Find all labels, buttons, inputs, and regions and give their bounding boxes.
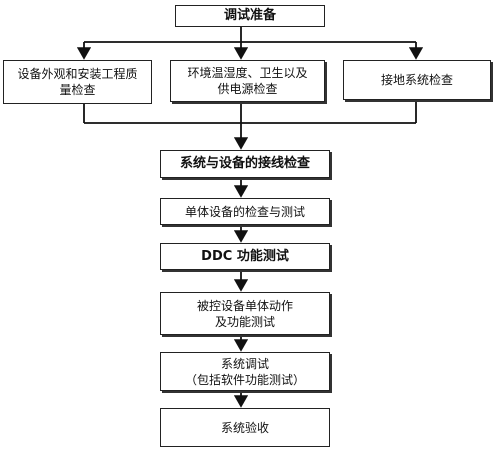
node-inspect-install: 设备外观和安装工程质 量检查	[3, 60, 152, 104]
node-wiring-check: 系统与设备的接线检查	[160, 150, 330, 178]
node-system-debug: 系统调试 （包括软件功能测试）	[160, 352, 330, 391]
node-controlled-device-test: 被控设备单体动作 及功能测试	[160, 292, 330, 335]
node-debug-prep: 调试准备	[175, 5, 325, 27]
node-unit-test: 单体设备的检查与测试	[160, 198, 330, 225]
node-ddc-test: DDC 功能测试	[160, 243, 330, 270]
node-system-acceptance: 系统验收	[160, 408, 330, 447]
node-ground-check: 接地系统检查	[343, 60, 491, 100]
node-env-check: 环境温湿度、卫生以及 供电源检查	[170, 60, 325, 102]
